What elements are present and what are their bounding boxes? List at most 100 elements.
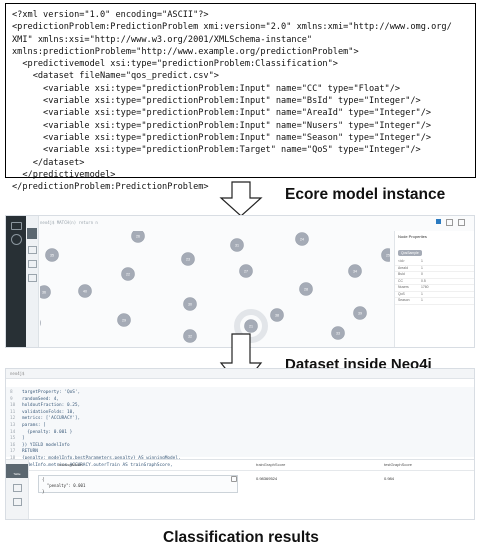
property-key: CC <box>398 278 403 283</box>
graph-node[interactable]: 39 <box>353 306 367 320</box>
graph-node[interactable]: 25 <box>381 248 391 262</box>
star-icon[interactable] <box>11 234 22 245</box>
graph-view-icon[interactable] <box>27 228 37 239</box>
graph-node-label: 32 <box>188 334 192 338</box>
graph-node[interactable]: 29 <box>117 313 131 327</box>
col-test-score: testGraphScore <box>384 462 413 467</box>
table-row: { "penalty": 0.001 } 0.98369524 0.984 <box>28 470 474 496</box>
winning-model-cell: { "penalty": 0.001 } <box>38 475 238 494</box>
xml-line: </predictionProblem:PredictionProblem> <box>12 182 209 193</box>
col-train-score: trainGraphScore <box>256 462 286 467</box>
property-value: 1 <box>421 265 423 270</box>
play-icon[interactable] <box>436 219 441 224</box>
graph-node[interactable]: 23 <box>181 252 195 266</box>
graph-node-label: 38 <box>275 313 279 317</box>
code-line: metrics: ['ACCURACY'], <box>22 416 81 422</box>
graph-node[interactable]: 36 <box>40 285 51 299</box>
close-icon[interactable] <box>458 219 465 226</box>
node-label-badge[interactable]: QosSample <box>398 250 422 256</box>
graph-node[interactable]: 38 <box>270 308 284 322</box>
code-line: ] <box>22 436 25 442</box>
xml-line: <predictionProblem:PredictionProblem xmi… <box>12 22 452 33</box>
database-icon[interactable] <box>11 222 22 230</box>
code-line: randomSeed: 4, <box>22 396 60 402</box>
xml-line: <variable xsi:type="predictionProblem:In… <box>12 96 421 107</box>
code-line-number: 13 <box>10 422 16 428</box>
graph-node[interactable]: 22 <box>121 267 135 281</box>
property-row: <id> 1 <box>395 259 474 266</box>
property-value: 1 <box>421 298 423 302</box>
neo4j-sidebar <box>6 216 26 347</box>
code-line: RETURN <box>22 449 38 455</box>
graph-node[interactable]: 37 <box>40 317 41 330</box>
graph-node-label: 24 <box>300 237 304 241</box>
property-key: <id> <box>398 259 405 263</box>
test-score-value: 0.984 <box>384 476 395 481</box>
graph-node-label: 35 <box>50 253 54 257</box>
props-title: Node Properties <box>398 234 427 239</box>
graph-node[interactable]: 28 <box>299 282 313 296</box>
graph-node-label: 36 <box>42 290 46 294</box>
text-view-icon[interactable] <box>13 484 22 492</box>
code-view-icon[interactable] <box>13 498 22 506</box>
code-line-number: 8 <box>10 390 13 395</box>
graph-node-label: 33 <box>336 331 340 335</box>
graph-node[interactable]: 27 <box>239 264 253 278</box>
caption-ecore: Ecore model instance <box>285 186 446 203</box>
code-line: {penalty: 0.001 } <box>22 429 73 435</box>
neo4j-result-panel <box>26 216 39 347</box>
graph-node-label: 30 <box>188 302 192 306</box>
property-key: QoS <box>398 291 405 296</box>
property-key: Nusers <box>398 285 409 289</box>
graph-node-label: 39 <box>358 311 362 315</box>
graph-node[interactable]: 40 <box>78 284 92 298</box>
graph-node-label: 40 <box>83 289 87 293</box>
graph-node-label: 25 <box>386 253 390 257</box>
code-line-number: 12 <box>10 416 16 422</box>
neo4j-query-bar[interactable]: neo4j$ MATCH(n) return n <box>40 220 98 225</box>
graph-node[interactable]: 32 <box>183 329 197 343</box>
code-line-number: 14 <box>10 429 16 435</box>
code-view-icon[interactable] <box>28 274 37 282</box>
property-value: 0 <box>421 272 423 276</box>
table-view-icon[interactable] <box>28 246 37 254</box>
graph-node[interactable]: 31 <box>230 238 244 252</box>
down-arrow-icon <box>219 181 263 217</box>
graph-node[interactable]: 35 <box>45 248 59 262</box>
xml-line: </dataset> <box>12 157 85 168</box>
graph-node[interactable]: 24 <box>295 232 309 246</box>
table-view-tab[interactable]: Table <box>6 464 28 478</box>
selected-graph-node[interactable]: 21 <box>234 309 268 343</box>
results-table-area: Table winningModel trainGraphScore testG… <box>6 459 474 519</box>
xml-line: <variable xsi:type="predictionProblem:In… <box>12 120 432 131</box>
graph-node[interactable]: 26 <box>131 231 145 243</box>
copy-icon[interactable] <box>231 476 237 482</box>
graph-node-label: 21 <box>249 324 253 328</box>
property-value: 1 <box>421 259 423 263</box>
star-icon[interactable] <box>446 219 453 226</box>
graph-canvas[interactable]: 21 22 23 24 25 26 27 28 29 30 31 32 33 34 35 36 37 38 39 40 <box>40 231 390 347</box>
table-tab-label: Table <box>13 472 21 476</box>
graph-node[interactable]: 30 <box>183 297 197 311</box>
graph-node[interactable]: 34 <box>348 264 362 278</box>
code-line: modelInfo.metrics.ACCURACY.outerTrain AS… <box>22 462 173 468</box>
graph-node-label: 23 <box>186 257 190 261</box>
code-line-number: 18 <box>10 455 16 461</box>
graph-node-label: 26 <box>136 234 140 238</box>
graph-node-label: 28 <box>304 287 308 291</box>
graph-node-label: 34 <box>353 269 357 273</box>
code-line: }) YIELD modelInfo <box>22 442 70 448</box>
results-prompt[interactable]: neo4j$ <box>6 369 474 379</box>
text-view-icon[interactable] <box>28 260 37 268</box>
graph-node[interactable]: 33 <box>331 326 345 340</box>
graph-node-label: 22 <box>126 272 130 276</box>
